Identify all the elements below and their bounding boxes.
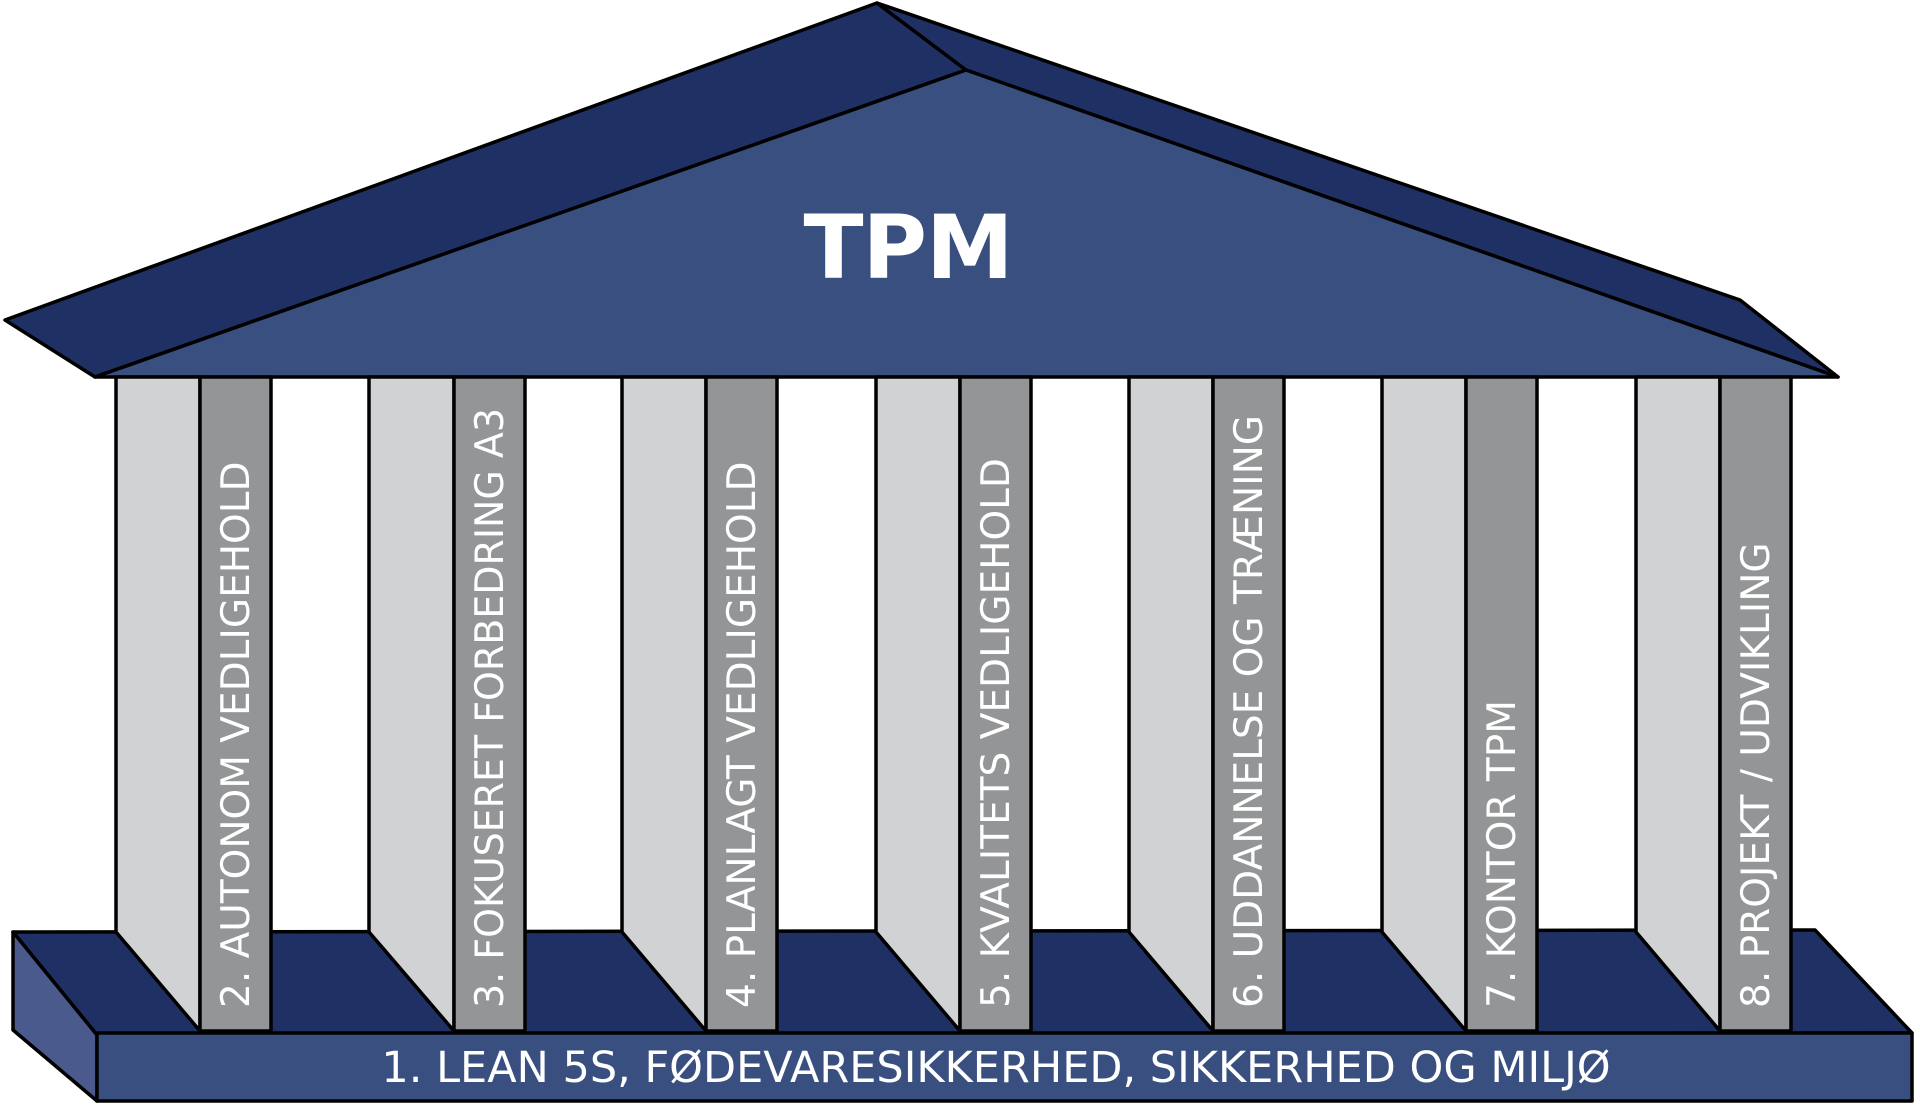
- pillar-side: [704, 375, 779, 1033]
- pillar-4: 4. PLANLAGT VEDLIGEHOLD: [620, 375, 779, 1033]
- pillar-3: 3. FOKUSERET FORBEDRING A3: [367, 375, 527, 1033]
- base-label: 1. LEAN 5S, FØDEVARESIKKERHED, SIKKERHED…: [381, 1043, 1610, 1093]
- pillar-label: 8. PROJEKT / UDVIKLING: [1734, 542, 1779, 1008]
- pillar-face: [1127, 375, 1215, 1033]
- pillar-label: 4. PLANLAGT VEDLIGEHOLD: [720, 462, 765, 1009]
- pillar-7: 7. KONTOR TPM: [1380, 375, 1539, 1033]
- pillar-side: [452, 375, 527, 1033]
- pillar-5: 5. KVALITETS VEDLIGEHOLD: [874, 375, 1033, 1033]
- pillar-label: 6. UDDANNELSE OG TRÆNING: [1227, 415, 1272, 1008]
- pillar-label: 2. AUTONOM VEDLIGEHOLD: [214, 462, 259, 1009]
- pillar-label: 5. KVALITETS VEDLIGEHOLD: [974, 458, 1019, 1008]
- pillar-6: 6. UDDANNELSE OG TRÆNING: [1127, 375, 1286, 1033]
- pillar-face: [367, 375, 456, 1033]
- pillar-face: [114, 375, 202, 1033]
- pillar-side: [1464, 375, 1539, 1033]
- pillar-face: [620, 375, 708, 1033]
- pillar-label: 3. FOKUSERET FORBEDRING A3: [468, 408, 513, 1008]
- pillar-side: [958, 375, 1033, 1033]
- pillar-8: 8. PROJEKT / UDVIKLING: [1634, 375, 1793, 1033]
- pillar-face: [1634, 375, 1722, 1033]
- roof-title: TPM: [803, 196, 1012, 299]
- pillar-side: [198, 375, 273, 1033]
- pillar-2: 2. AUTONOM VEDLIGEHOLD: [114, 375, 273, 1033]
- pillar-label: 7. KONTOR TPM: [1480, 700, 1525, 1008]
- base-front: [95, 1031, 1914, 1103]
- pillar-side: [1211, 375, 1286, 1033]
- pillars: 2. AUTONOM VEDLIGEHOLD 3. FOKUSERET FORB…: [114, 375, 1793, 1033]
- roof: TPM: [3, 1, 1840, 379]
- pillar-face: [1380, 375, 1468, 1033]
- pillar-face: [874, 375, 962, 1033]
- pillar-side: [1718, 375, 1793, 1033]
